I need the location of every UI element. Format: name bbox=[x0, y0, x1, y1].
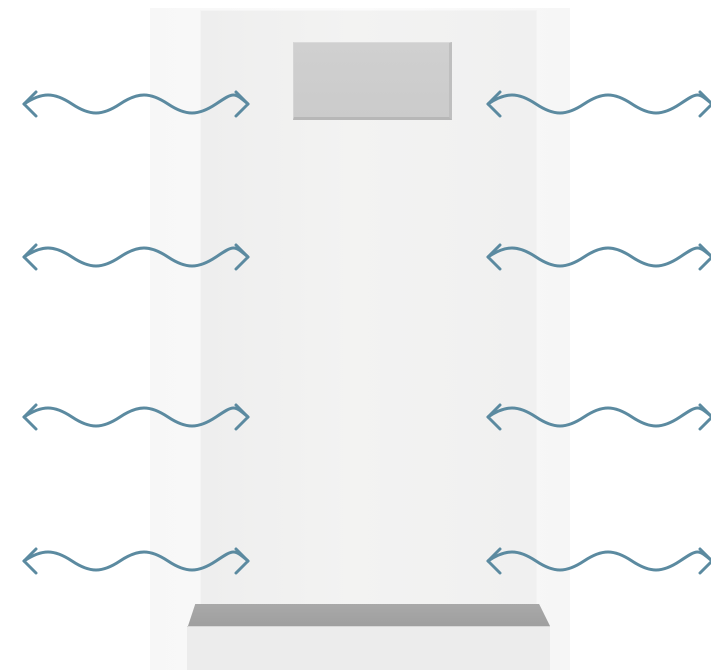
wavy-arrow-icon bbox=[486, 547, 711, 575]
wavy-arrow-icon bbox=[486, 403, 711, 431]
wavy-arrow-icon bbox=[486, 243, 711, 271]
wavy-arrow-icon bbox=[22, 243, 250, 271]
wavy-arrow-icon bbox=[22, 90, 250, 118]
base-top-edge bbox=[188, 604, 550, 626]
wavy-arrow-icon bbox=[22, 547, 250, 575]
base-plinth bbox=[187, 626, 550, 670]
wavy-arrow-icon bbox=[22, 403, 250, 431]
display-panel bbox=[293, 42, 452, 120]
wavy-arrow-icon bbox=[486, 90, 711, 118]
